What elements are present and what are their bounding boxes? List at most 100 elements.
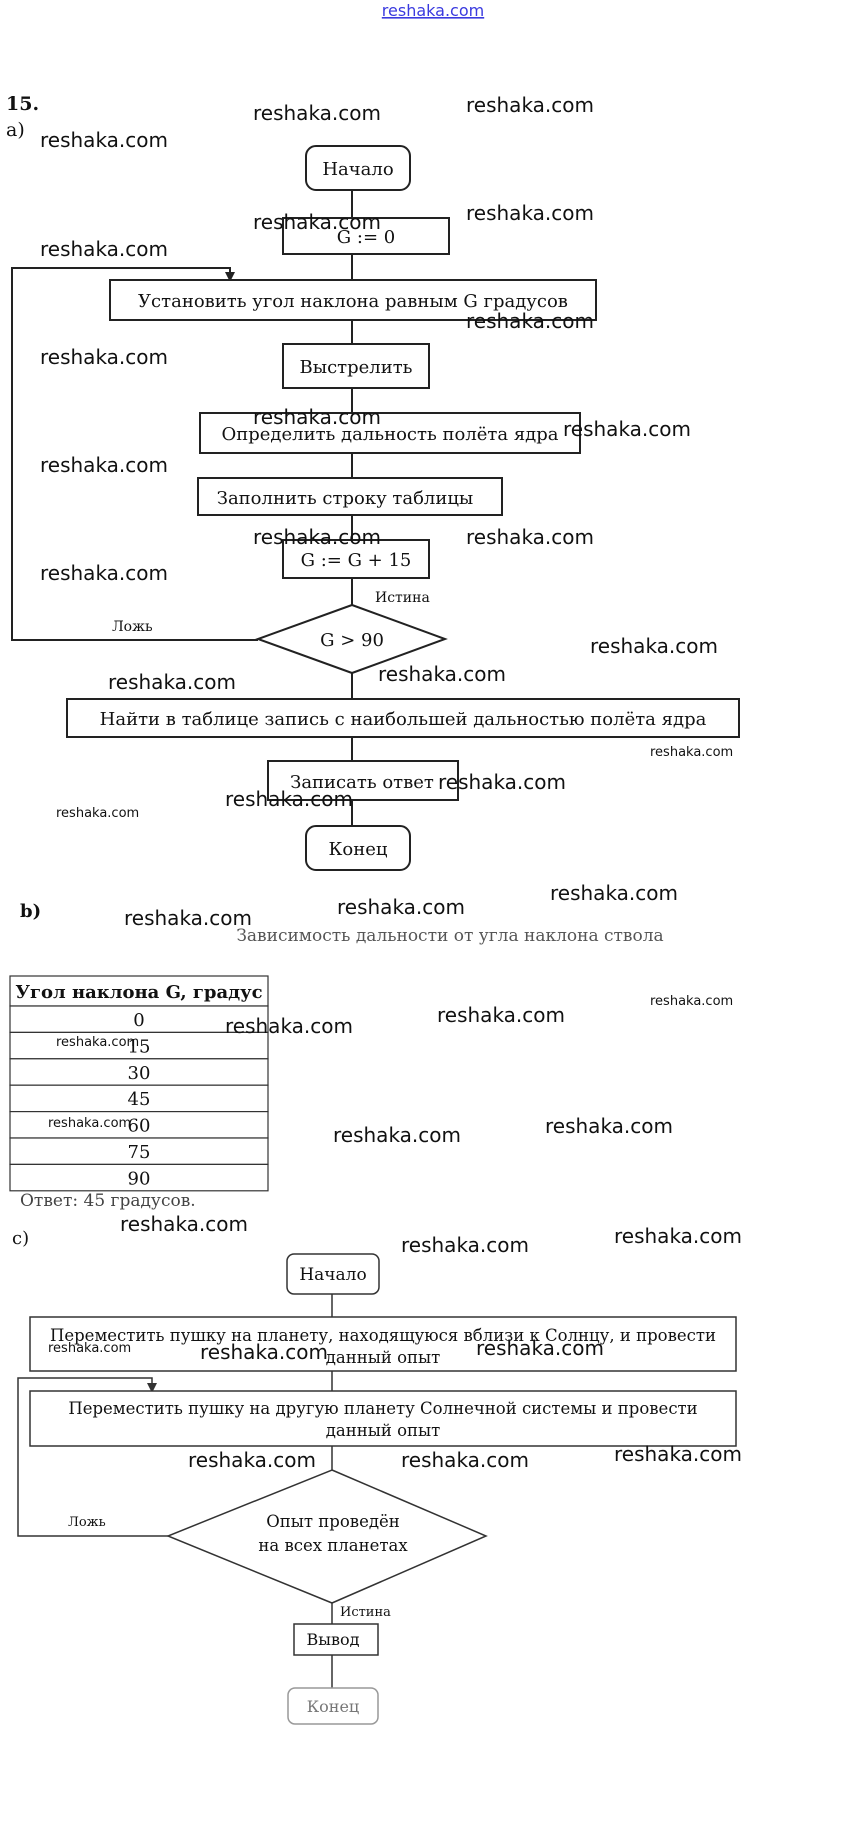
move-other-label-1: Переместить пушку на другую планету Солн… bbox=[68, 1399, 697, 1418]
write-answer-label: Записать ответ bbox=[290, 772, 434, 793]
watermark: reshaka.com bbox=[188, 1448, 316, 1472]
init-label: G := 0 bbox=[337, 227, 395, 248]
watermark: reshaka.com bbox=[120, 1212, 248, 1236]
table-caption: Зависимость дальности от угла наклона ст… bbox=[236, 926, 663, 946]
watermark: reshaka.com bbox=[225, 787, 353, 811]
end-terminal-c bbox=[287, 1687, 379, 1725]
table-header-cell bbox=[9, 975, 269, 1007]
watermark: reshaka.com bbox=[337, 895, 465, 919]
find-label: Найти в таблице запись с наибольшей даль… bbox=[100, 709, 707, 730]
watermark: reshaka.com bbox=[56, 1035, 139, 1050]
watermark: reshaka.com bbox=[253, 525, 381, 549]
watermark: reshaka.com bbox=[650, 745, 733, 760]
condition-c-label-1: Опыт проведён bbox=[266, 1512, 400, 1531]
start-terminal bbox=[305, 145, 411, 191]
table-row bbox=[9, 1163, 269, 1192]
loop-arrow-icon-c bbox=[147, 1383, 157, 1393]
watermark: reshaka.com bbox=[545, 1114, 673, 1138]
end-label-c: Конец bbox=[307, 1697, 359, 1716]
set-angle-box bbox=[109, 279, 597, 321]
table-cell-angle: 0 bbox=[133, 1010, 144, 1031]
watermark: reshaka.com bbox=[466, 201, 594, 225]
flowchart-a: Начало G := 0 Установить угол наклона ра… bbox=[11, 145, 740, 871]
flowchart-c: Начало Переместить пушку на планету, нах… bbox=[17, 1253, 737, 1725]
watermark: reshaka.com bbox=[253, 405, 381, 429]
loop-arrow-icon bbox=[225, 272, 235, 282]
watermark: reshaka.com bbox=[550, 881, 678, 905]
condition-label: G > 90 bbox=[320, 630, 384, 651]
measure-label: Определить дальность полёта ядра bbox=[221, 424, 558, 445]
watermark: reshaka.com bbox=[48, 1116, 131, 1131]
start-label: Начало bbox=[322, 159, 393, 180]
false-label-c: Ложь bbox=[68, 1515, 106, 1530]
false-label: Ложь bbox=[112, 619, 153, 635]
start-label-c: Начало bbox=[299, 1265, 366, 1285]
watermark: reshaka.com bbox=[253, 210, 381, 234]
watermark: reshaka.com bbox=[56, 806, 139, 821]
shoot-label: Выстрелить bbox=[300, 357, 413, 378]
move-near-label-2: данный опыт bbox=[326, 1348, 441, 1367]
watermark: reshaka.com bbox=[108, 670, 236, 694]
table-row bbox=[9, 1110, 269, 1139]
watermark: reshaka.com bbox=[40, 237, 168, 261]
output-label: Вывод bbox=[307, 1630, 360, 1649]
watermark: reshaka.com bbox=[401, 1448, 529, 1472]
output-box bbox=[293, 1623, 379, 1656]
find-box bbox=[66, 698, 740, 738]
table-row bbox=[9, 1084, 269, 1113]
watermark: reshaka.com bbox=[466, 93, 594, 117]
watermark: reshaka.com bbox=[614, 1224, 742, 1248]
watermark: reshaka.com bbox=[40, 345, 168, 369]
part-a-label: а) bbox=[6, 119, 25, 141]
site-link[interactable]: reshaka.com bbox=[382, 1, 484, 20]
table-cell-angle: 45 bbox=[128, 1089, 151, 1110]
watermark: reshaka.com bbox=[253, 101, 381, 125]
write-answer-box bbox=[267, 760, 459, 801]
part-c-label: c) bbox=[12, 1228, 29, 1249]
true-label-c: Истина bbox=[340, 1605, 391, 1620]
watermark: reshaka.com bbox=[438, 770, 566, 794]
watermark: reshaka.com bbox=[401, 1233, 529, 1257]
move-other-box bbox=[29, 1390, 737, 1447]
end-label: Конец bbox=[329, 839, 388, 860]
fill-row-label: Заполнить строку таблицы bbox=[217, 488, 474, 509]
watermark: reshaka.com bbox=[378, 662, 506, 686]
set-angle-label: Установить угол наклона равным G градусо… bbox=[138, 291, 568, 312]
table-cell-angle: 60 bbox=[128, 1116, 151, 1137]
watermark: reshaka.com bbox=[614, 1442, 742, 1466]
condition-c-label-2: на всех планетах bbox=[258, 1536, 408, 1555]
watermark: reshaka.com bbox=[40, 561, 168, 585]
angle-table: Угол наклона G, градус 0 15 30 45 60 75 90 bbox=[9, 975, 269, 1192]
part-b-label: b) bbox=[20, 901, 41, 922]
watermark: reshaka.com bbox=[650, 994, 733, 1009]
move-near-label-1: Переместить пушку на планету, находящуюс… bbox=[50, 1326, 716, 1345]
table-cell-angle: 90 bbox=[128, 1168, 151, 1189]
true-label: Истина bbox=[375, 590, 430, 606]
condition-diamond-c bbox=[166, 1469, 488, 1604]
answer-text: Ответ: 45 градусов. bbox=[20, 1191, 196, 1211]
watermark: reshaka.com bbox=[437, 1003, 565, 1027]
table-row bbox=[9, 1005, 269, 1033]
increment-label: G := G + 15 bbox=[301, 550, 412, 571]
increment-box bbox=[282, 539, 430, 579]
watermark: reshaka.com bbox=[476, 1336, 604, 1360]
shoot-box bbox=[282, 343, 430, 389]
watermark: reshaka.com bbox=[466, 309, 594, 333]
watermark: reshaka.com bbox=[466, 525, 594, 549]
watermark: reshaka.com bbox=[124, 906, 252, 930]
watermark: reshaka.com bbox=[225, 1014, 353, 1038]
end-terminal bbox=[305, 825, 411, 871]
init-box bbox=[282, 217, 450, 255]
table-cell-angle: 15 bbox=[128, 1036, 151, 1057]
table-header: Угол наклона G, градус bbox=[15, 982, 262, 1003]
watermark: reshaka.com bbox=[40, 453, 168, 477]
table-row bbox=[9, 1031, 269, 1060]
watermark: reshaka.com bbox=[333, 1123, 461, 1147]
fill-row-box bbox=[197, 477, 503, 516]
table-cell-angle: 75 bbox=[128, 1142, 151, 1163]
table-cell-angle: 30 bbox=[128, 1063, 151, 1084]
watermark: reshaka.com bbox=[200, 1340, 328, 1364]
table-row bbox=[9, 1137, 269, 1165]
